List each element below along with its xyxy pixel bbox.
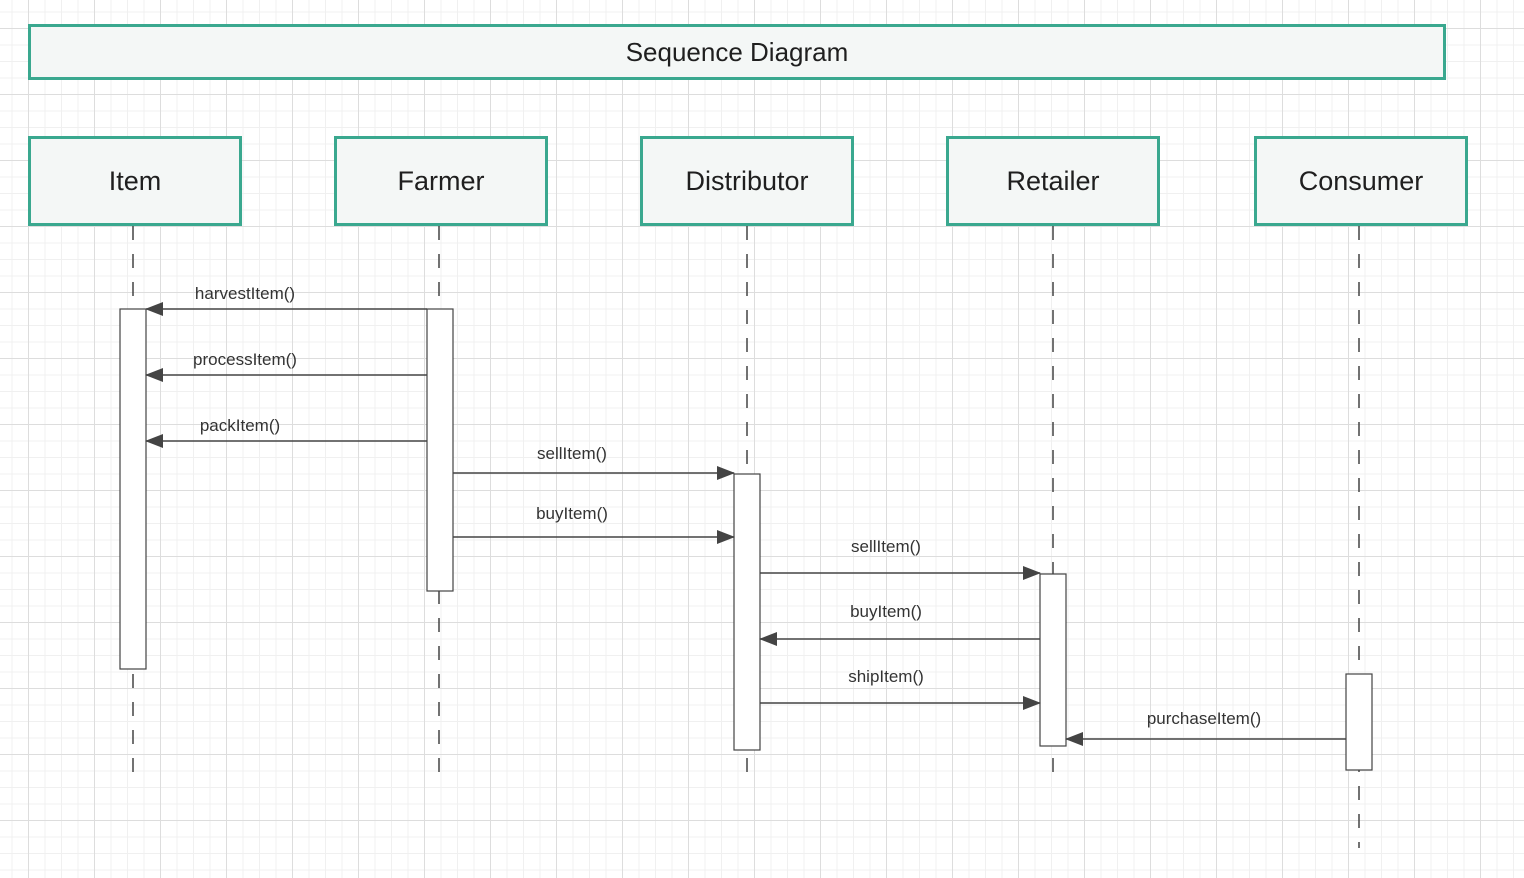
message-label-buyitem-2: buyItem()	[850, 602, 922, 621]
participant-distributor: Distributor	[640, 136, 854, 226]
activation-consumer	[1345, 673, 1373, 771]
message-label-sellitem-2: sellItem()	[851, 537, 921, 556]
activation-farmer	[426, 308, 454, 592]
message-label-packitem: packItem()	[199, 416, 281, 435]
diagram-title: Sequence Diagram	[28, 24, 1446, 80]
message-label-purchaseitem: purchaseItem()	[1146, 709, 1262, 728]
participant-retailer: Retailer	[946, 136, 1160, 226]
activation-item	[119, 308, 147, 670]
message-label-buyitem-1: buyItem()	[536, 504, 608, 523]
message-label-processitem: processItem()	[193, 350, 297, 369]
message-label-sellitem-1: sellItem()	[537, 444, 607, 463]
activation-distributor	[733, 473, 761, 751]
activation-retailer	[1039, 573, 1067, 747]
participant-consumer: Consumer	[1254, 136, 1468, 226]
message-label-shipitem: shipItem()	[848, 667, 924, 686]
participant-farmer: Farmer	[334, 136, 548, 226]
participant-item: Item	[28, 136, 242, 226]
message-label-harvestitem: harvestItem()	[194, 284, 296, 303]
